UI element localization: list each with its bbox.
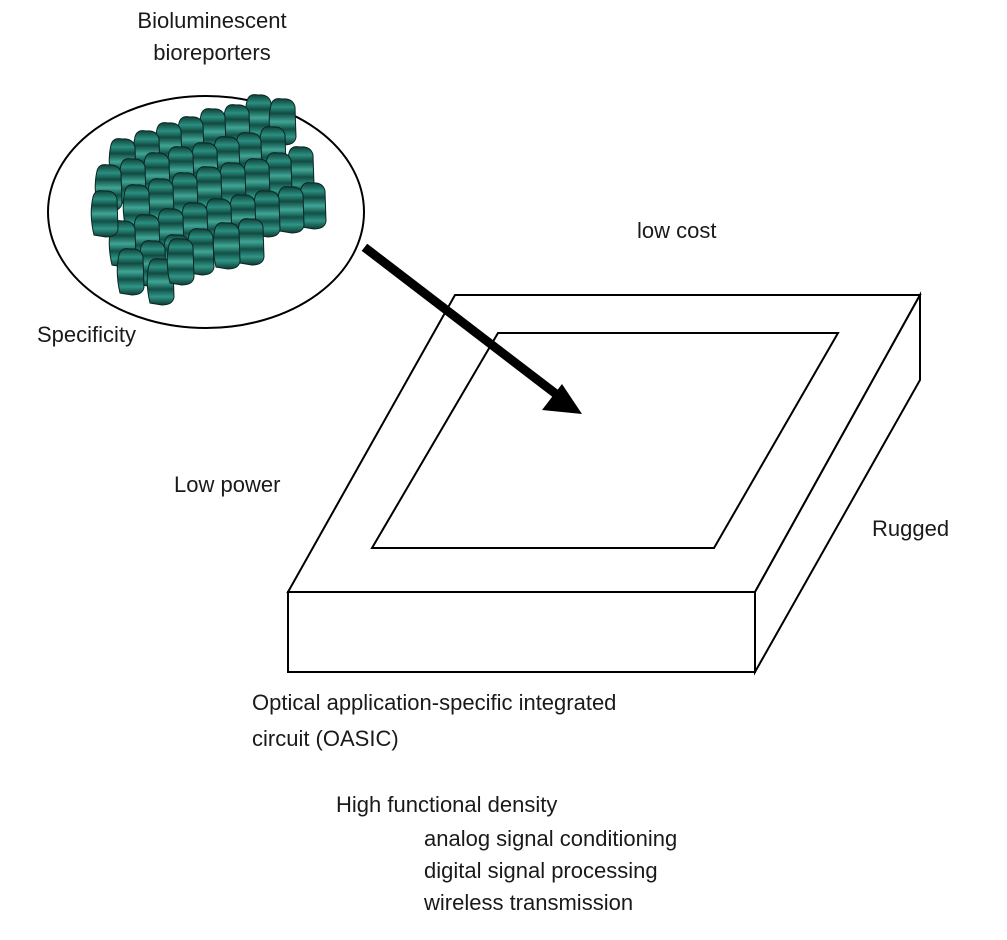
oasic-label-line1: Optical application-specific integrated <box>252 690 617 715</box>
low-cost-label: low cost <box>637 218 717 243</box>
bioreporter-ellipse <box>47 95 365 329</box>
chip-front-face <box>287 591 756 673</box>
bioreporter-cell <box>90 190 119 238</box>
rugged-label: Rugged <box>872 516 950 541</box>
bioreporters-title-line1: Bioluminescent <box>137 8 287 33</box>
feature-wireless: wireless transmission <box>424 890 634 915</box>
arrow-head <box>542 384 582 414</box>
bioreporters-title-line2: bioreporters <box>153 40 271 65</box>
arrow <box>361 243 582 414</box>
bioreporter-cell <box>116 248 145 296</box>
bioreporter-cell-cluster <box>90 94 327 306</box>
specificity-label: Specificity <box>37 322 137 347</box>
bioreporter-cell <box>212 222 241 270</box>
feature-digital: digital signal processing <box>424 858 658 883</box>
chip-side-face <box>754 291 921 676</box>
low-power-label: Low power <box>174 472 281 497</box>
bioreporter-cell <box>276 186 305 234</box>
bioreporter-cell <box>236 218 265 266</box>
oasic-chip <box>286 291 922 676</box>
high-density-label: High functional density <box>336 792 558 817</box>
arrow-shaft <box>361 243 563 401</box>
feature-analog: analog signal conditioning <box>424 826 678 851</box>
oasic-label-line2: circuit (OASIC) <box>252 726 399 751</box>
chip-optical-window <box>370 332 840 549</box>
bioreporter-cell <box>166 238 195 286</box>
